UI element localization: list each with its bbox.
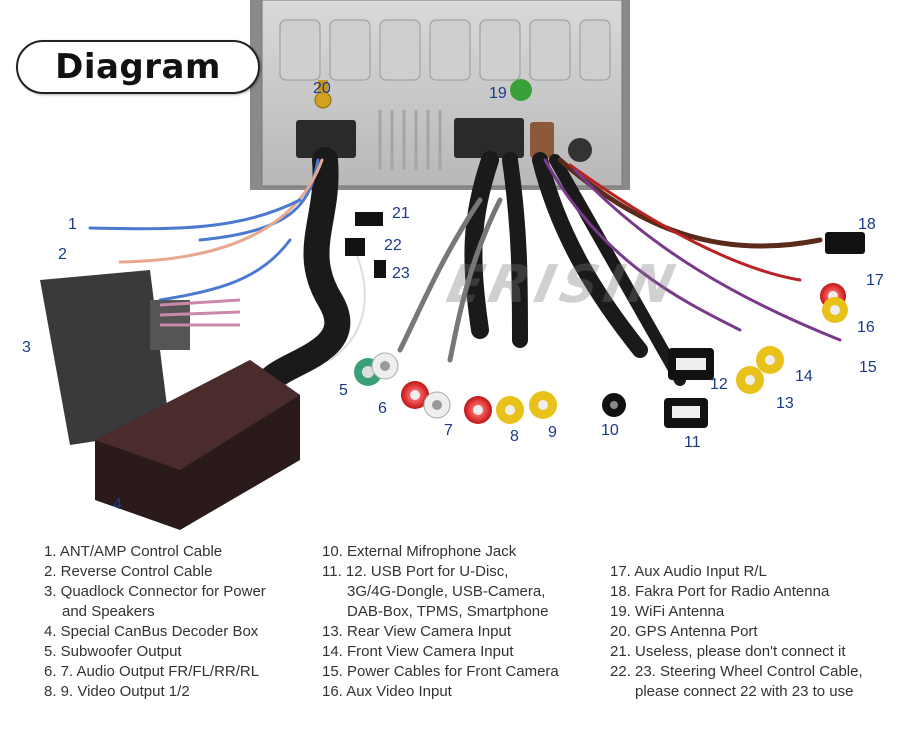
callout-9: 9 <box>548 424 557 441</box>
rca-connectors <box>354 232 865 428</box>
callout-6: 6 <box>378 400 387 417</box>
callout-16: 16 <box>857 319 875 336</box>
callout-8: 8 <box>510 428 519 445</box>
legend-column-1: 1. ANT/AMP Control Cable 2. Reverse Cont… <box>44 542 266 702</box>
legend-item: 5. Subwoofer Output <box>44 643 182 660</box>
legend-item: 10. External Mifrophone Jack <box>322 543 517 560</box>
page-title: Diagram <box>55 47 221 87</box>
callout-2: 2 <box>58 246 67 263</box>
callout-12: 12 <box>710 376 728 393</box>
callout-11: 11 <box>684 434 701 451</box>
legend-item: 18. Fakra Port for Radio Antenna <box>610 583 830 600</box>
legend-spacer <box>610 542 863 562</box>
callout-7: 7 <box>444 422 453 439</box>
legend-item: 17. Aux Audio Input R/L <box>610 563 767 580</box>
brand-watermark: ERISIN <box>441 255 686 315</box>
legend-item: 4. Special CanBus Decoder Box <box>44 623 259 640</box>
legend-item: 11. 12. USB Port for U-Disc, <box>322 563 509 580</box>
callout-10: 10 <box>601 422 619 439</box>
legend-item: DAB-Box, TPMS, Smartphone <box>347 603 549 620</box>
callout-13: 13 <box>776 395 794 412</box>
head-unit-chassis <box>250 0 630 190</box>
legend-item: 3. Quadlock Connector for Power <box>44 583 266 600</box>
legend-item: 22. 23. Steering Wheel Control Cable, <box>610 663 863 680</box>
legend-item: 21. Useless, please don't connect it <box>610 643 846 660</box>
legend-item: and Speakers <box>62 603 155 620</box>
legend-column-3: 17. Aux Audio Input R/L 18. Fakra Port f… <box>610 542 863 702</box>
callout-1: 1 <box>68 216 77 233</box>
callout-14: 14 <box>795 368 813 385</box>
steering-connectors <box>345 212 386 278</box>
legend-item: 8. 9. Video Output 1/2 <box>44 683 190 700</box>
callout-20: 20 <box>313 80 331 97</box>
callout-23: 23 <box>392 265 410 282</box>
legend-item: 14. Front View Camera Input <box>322 643 514 660</box>
callout-18: 18 <box>858 216 876 233</box>
callout-17: 17 <box>866 272 884 289</box>
callout-3: 3 <box>22 339 31 356</box>
legend-item: 6. 7. Audio Output FR/FL/RR/RL <box>44 663 260 680</box>
canbus-decoder-box <box>95 360 300 530</box>
legend-item: 16. Aux Video Input <box>322 683 452 700</box>
cable-bundles <box>88 147 842 393</box>
callout-22: 22 <box>384 237 402 254</box>
callout-15: 15 <box>859 359 877 376</box>
legend-item: 15. Power Cables for Front Camera <box>322 663 559 680</box>
quadlock-connector <box>40 270 241 445</box>
legend-item: please connect 22 with 23 to use <box>635 683 854 700</box>
legend-item: 3G/4G-Dongle, USB-Camera, <box>347 583 546 600</box>
legend-item: 13. Rear View Camera Input <box>322 623 511 640</box>
callout-5: 5 <box>339 382 348 399</box>
legend-column-2: 10. External Mifrophone Jack 11. 12. USB… <box>322 542 559 702</box>
diagram-title-pill: Diagram <box>16 40 260 94</box>
callout-4: 4 <box>113 496 122 513</box>
legend-item: 20. GPS Antenna Port <box>610 623 758 640</box>
fakra-port <box>825 232 865 254</box>
legend-item: 1. ANT/AMP Control Cable <box>44 543 223 560</box>
legend-item: 19. WiFi Antenna <box>610 603 725 620</box>
legend-item: 2. Reverse Control Cable <box>44 563 213 580</box>
callout-19: 19 <box>489 85 507 102</box>
callout-21: 21 <box>392 205 410 222</box>
